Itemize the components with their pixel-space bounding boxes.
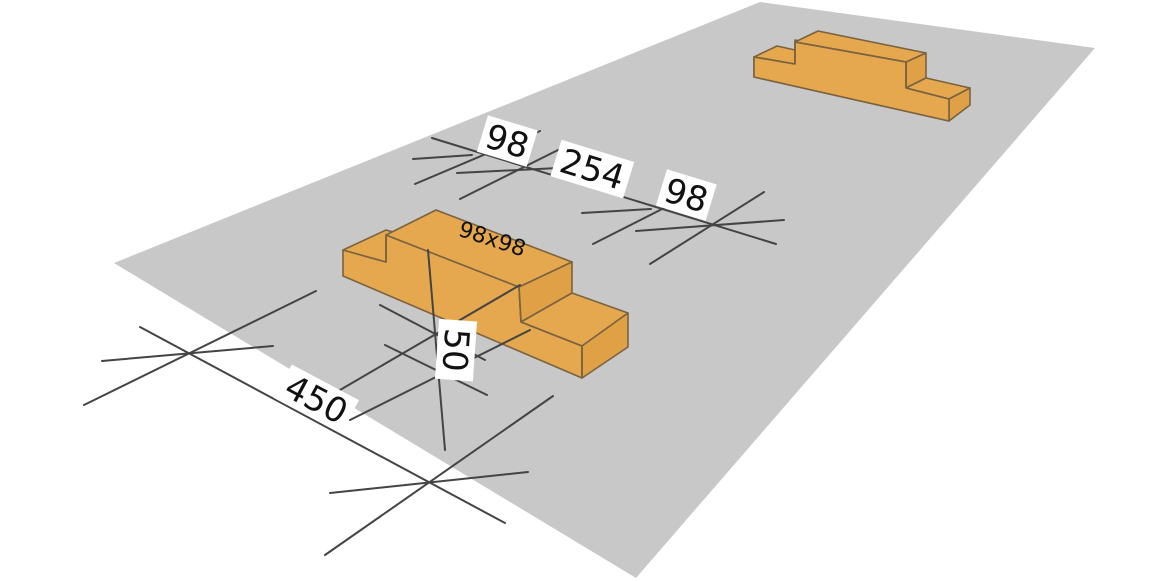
front-block (342, 209, 629, 379)
dimension-value: 50 (434, 327, 477, 373)
back-block (753, 30, 971, 122)
dimension-label-offset: 50 (434, 318, 478, 382)
ground-plane (114, 2, 1095, 578)
dimension-lines (83, 130, 785, 556)
